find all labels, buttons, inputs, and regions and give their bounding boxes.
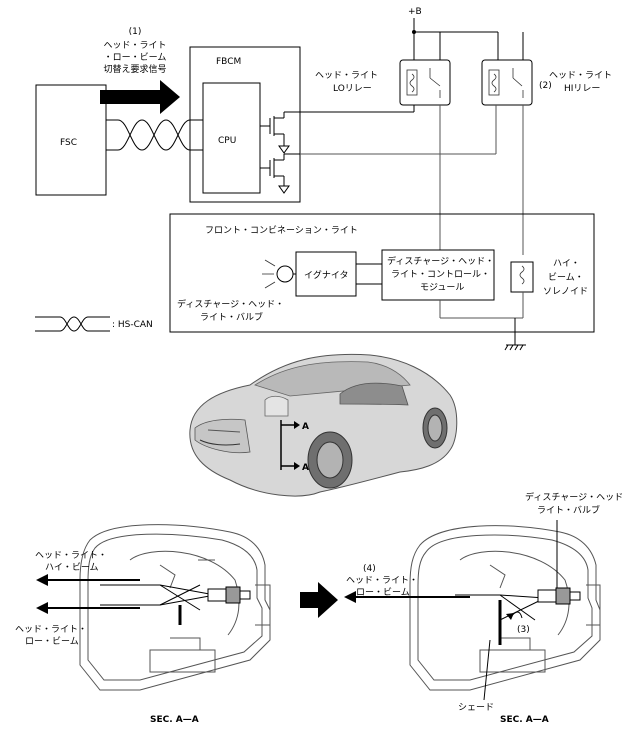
low-beam-arrow-right <box>344 591 470 603</box>
fbcm-box <box>189 46 301 203</box>
bulb-light-rays-icon <box>262 259 276 289</box>
combination-light-label: フロント・コンビネーション・ライト <box>205 225 358 236</box>
section-right-outline <box>409 525 601 691</box>
request-signal-arrow <box>100 80 180 114</box>
solenoid-label-1: ハイ・ <box>553 259 580 269</box>
shade-number: (3) <box>517 625 530 635</box>
right-low-beam-label-2: ロー・ビーム <box>356 587 410 598</box>
right-low-beam-label-1: ヘッド・ライト・ <box>346 575 418 586</box>
section-left-bulb-icon <box>207 586 251 604</box>
control-module-label-3: モジュール <box>420 283 464 293</box>
hi-relay <box>481 59 533 106</box>
shade-leader <box>483 639 491 701</box>
request-label-1: ヘッド・ライト <box>103 40 166 51</box>
hi-relay-label-1: ヘッド・ライト <box>549 70 612 81</box>
high-beam-solenoid-box <box>510 261 534 293</box>
left-low-beam-label-2: ロー・ビーム <box>25 636 79 647</box>
left-section-caption: SEC. A—A <box>150 715 199 725</box>
discharge-bulb-icon <box>276 265 294 283</box>
solenoid-label-2: ビーム・ <box>548 272 584 283</box>
request-number: (1) <box>129 27 142 37</box>
control-module-box <box>381 249 495 301</box>
right-bulb-label-2: ライト・バルブ <box>537 504 600 516</box>
hi-relay-coil <box>488 68 524 98</box>
plus-b-label: +B <box>408 7 422 17</box>
lo-relay-coil <box>406 68 441 98</box>
section-marker <box>280 420 300 470</box>
front-combination-light-box <box>169 213 595 333</box>
hi-relay-label-2: HIリレー <box>564 84 600 94</box>
hs-can-legend-label: : HS-CAN <box>112 320 153 330</box>
low-beam-arrow-left <box>36 602 140 614</box>
lo-relay-label-2: LOリレー <box>333 84 372 94</box>
car-illustration <box>189 353 458 497</box>
fet-lower <box>260 153 300 194</box>
left-high-beam-label-1: ヘッド・ライト・ <box>35 550 107 561</box>
high-beam-arrow <box>36 574 140 586</box>
solenoid-label-3: ソレノイド <box>543 287 588 297</box>
lo-relay-label-1: ヘッド・ライト <box>315 70 378 81</box>
ground-icon <box>504 344 526 351</box>
request-label-2: ・ロー・ビーム <box>104 52 167 63</box>
right-bulb-label-1: ディスチャージ・ヘッド・ <box>525 491 624 503</box>
fbcm-label: FBCM <box>216 57 241 67</box>
cpu-label: CPU <box>218 136 236 146</box>
hi-relay-number: (2) <box>539 81 552 91</box>
fet-upper <box>260 111 300 154</box>
control-module-label-1: ディスチャージ・ヘッド・ <box>387 255 494 267</box>
igniter-label: イグナイタ <box>304 269 348 281</box>
hs-can-legend-icon <box>35 316 110 332</box>
section-right-beam-paths <box>455 594 546 645</box>
fsc-label: FSC <box>60 138 77 148</box>
right-low-beam-number: (4) <box>363 564 376 574</box>
solenoid-coil-icon <box>519 265 525 285</box>
transition-arrow <box>300 582 338 618</box>
fsc-box <box>35 84 107 196</box>
request-label-3: 切替え要求信号 <box>103 63 166 75</box>
right-section-caption: SEC. A—A <box>500 715 549 725</box>
section-right-bulb-icon <box>537 587 581 605</box>
section-marker-top: A <box>302 422 309 432</box>
section-left-outline <box>79 524 271 691</box>
left-high-beam-label-2: ハイ・ビーム <box>45 562 99 573</box>
hs-can-twisted-pair <box>106 119 203 151</box>
section-marker-bottom: A <box>302 463 309 473</box>
section-left-beam-paths <box>100 584 216 625</box>
cpu-box <box>202 82 261 194</box>
shade-label: シェード <box>458 703 494 713</box>
bulb-label-1: ディスチャージ・ヘッド・ <box>177 298 284 310</box>
lo-relay <box>399 59 451 106</box>
control-module-label-2: ライト・コントロール・ <box>391 269 490 280</box>
left-low-beam-label-1: ヘッド・ライト・ <box>15 624 87 635</box>
bulb-label-2: ライト・バルブ <box>200 311 263 323</box>
